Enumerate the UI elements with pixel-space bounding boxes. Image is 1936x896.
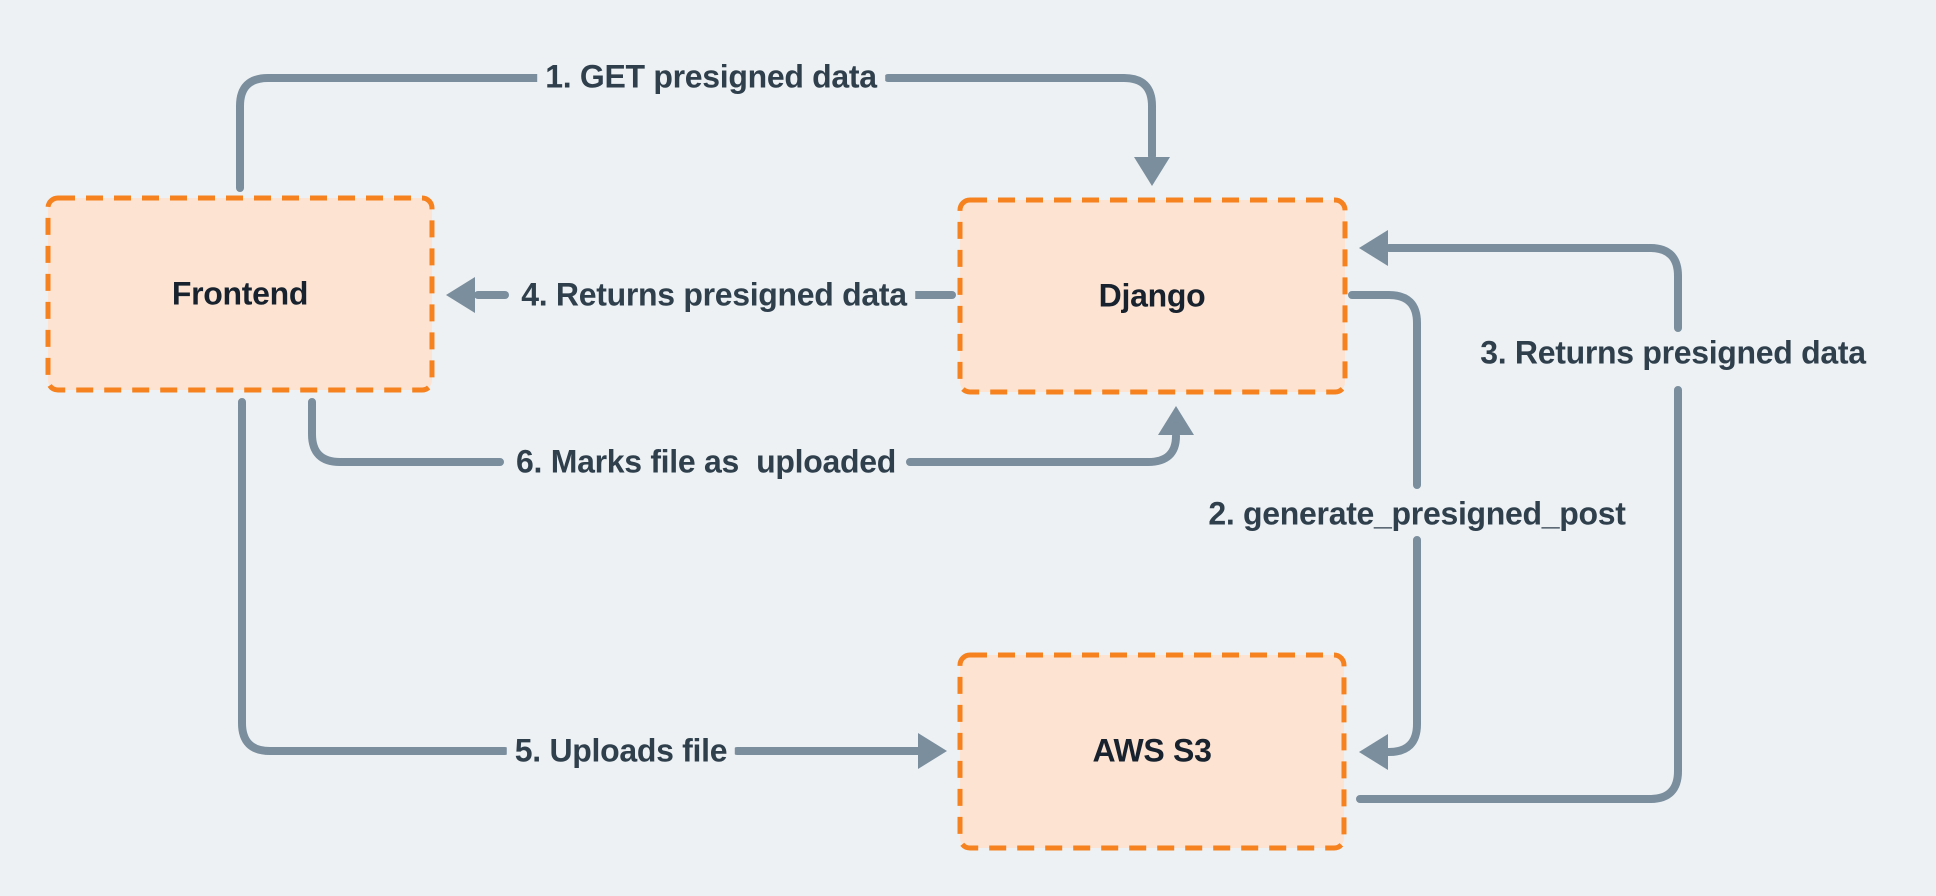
frontend-node-box bbox=[45, 195, 435, 393]
aws-s3-node-box bbox=[957, 652, 1347, 851]
edge-4-arrowhead-left-icon bbox=[446, 277, 475, 313]
edge-3-arrowhead-left-icon bbox=[1359, 230, 1388, 266]
django-node-box bbox=[957, 197, 1348, 395]
edge-6-line-left bbox=[308, 398, 504, 466]
edge-6-line-right bbox=[906, 432, 1180, 466]
edge-2-line-bottom bbox=[1384, 536, 1421, 756]
edge-label-marks-file-uploaded: 6. Marks file as uploaded bbox=[508, 443, 904, 481]
edge-1-line-left bbox=[236, 74, 542, 192]
edge-2-arrowhead-left-icon bbox=[1359, 734, 1388, 770]
edge-label-returns-presigned-data-frontend: 4. Returns presigned data bbox=[513, 276, 915, 314]
edge-2-line-top bbox=[1348, 291, 1421, 489]
aws-s3-node-label: AWS S3 bbox=[1092, 732, 1212, 769]
edge-5-line-left bbox=[238, 398, 509, 755]
edge-label-returns-presigned-data-s3: 3. Returns presigned data bbox=[1472, 334, 1874, 372]
django-node-label: Django bbox=[1098, 277, 1206, 314]
edge-5-arrowhead-right-icon bbox=[918, 733, 947, 769]
edge-label-get-presigned-data: 1. GET presigned data bbox=[537, 58, 885, 96]
frontend-node-label: Frontend bbox=[171, 275, 309, 312]
edge-label-generate-presigned-post: 2. generate_presigned_post bbox=[1200, 495, 1634, 533]
edge-label-uploads-file: 5. Uploads file bbox=[506, 732, 736, 770]
edge-3-line-top bbox=[1385, 244, 1682, 332]
edge-1-arrowhead-down-icon bbox=[1134, 157, 1170, 186]
edge-3-line-bottom bbox=[1356, 386, 1682, 803]
edge-6-arrowhead-up-icon bbox=[1158, 406, 1194, 435]
edge-1-line-right bbox=[884, 74, 1156, 160]
